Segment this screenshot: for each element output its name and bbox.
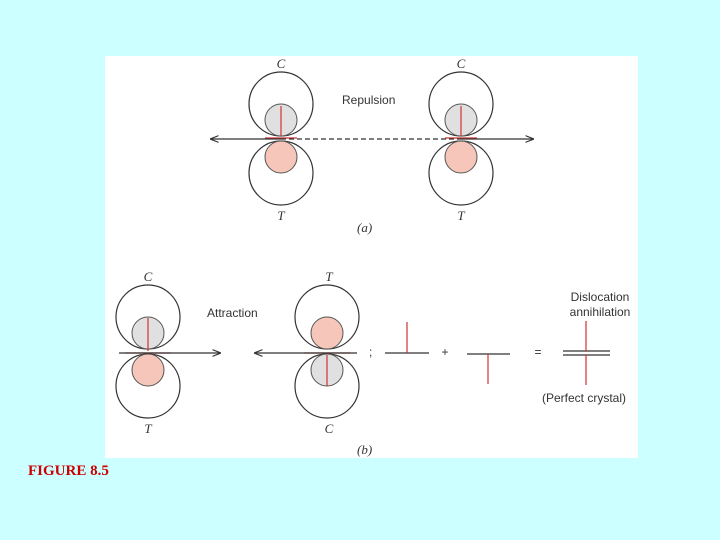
panel-b-left-dislocation bbox=[115, 284, 181, 419]
panel-a-right-dislocation bbox=[428, 71, 494, 206]
repulsion-label: Repulsion bbox=[342, 93, 395, 107]
panel-a-left-dislocation bbox=[248, 71, 314, 206]
panel-b-right-dislocation bbox=[294, 284, 360, 419]
figure-panel: C C T T Repulsion (a) bbox=[105, 56, 638, 458]
attraction-label: Attraction bbox=[207, 306, 258, 320]
panel-b-left-bottom-label: T bbox=[144, 421, 152, 436]
panel-b-right-top-label: T bbox=[325, 269, 333, 284]
panel-b: C T T C Attraction ; + = Disl bbox=[115, 269, 631, 457]
panel-a: C C T T Repulsion (a) bbox=[211, 56, 533, 235]
edge-dislocation-symbol-negative bbox=[467, 353, 510, 384]
dislocation-diagram: C C T T Repulsion (a) bbox=[115, 56, 631, 457]
panel-b-right-bottom-label: C bbox=[325, 421, 334, 436]
equation-separator: ; bbox=[369, 345, 372, 359]
panel-b-left-top-label: C bbox=[144, 269, 153, 284]
annihilation-label-line1: Dislocation bbox=[571, 290, 630, 304]
panel-b-label: (b) bbox=[357, 442, 372, 457]
annihilated-dislocation-symbol bbox=[563, 321, 610, 385]
tension-region bbox=[310, 316, 344, 350]
tension-region bbox=[131, 353, 165, 387]
perfect-crystal-label: (Perfect crystal) bbox=[542, 391, 626, 405]
panel-a-left-bottom-label: T bbox=[277, 208, 285, 223]
equals-sign: = bbox=[534, 345, 541, 359]
panel-a-right-top-label: C bbox=[457, 56, 466, 71]
panel-a-label: (a) bbox=[357, 220, 372, 235]
tension-region bbox=[444, 140, 478, 174]
panel-a-right-bottom-label: T bbox=[457, 208, 465, 223]
edge-dislocation-symbol-positive bbox=[385, 322, 429, 354]
plus-sign: + bbox=[441, 345, 448, 359]
tension-region bbox=[264, 140, 298, 174]
panel-a-left-top-label: C bbox=[277, 56, 286, 71]
annihilation-label-line2: annihilation bbox=[570, 305, 631, 319]
figure-caption: FIGURE 8.5 bbox=[28, 463, 109, 479]
